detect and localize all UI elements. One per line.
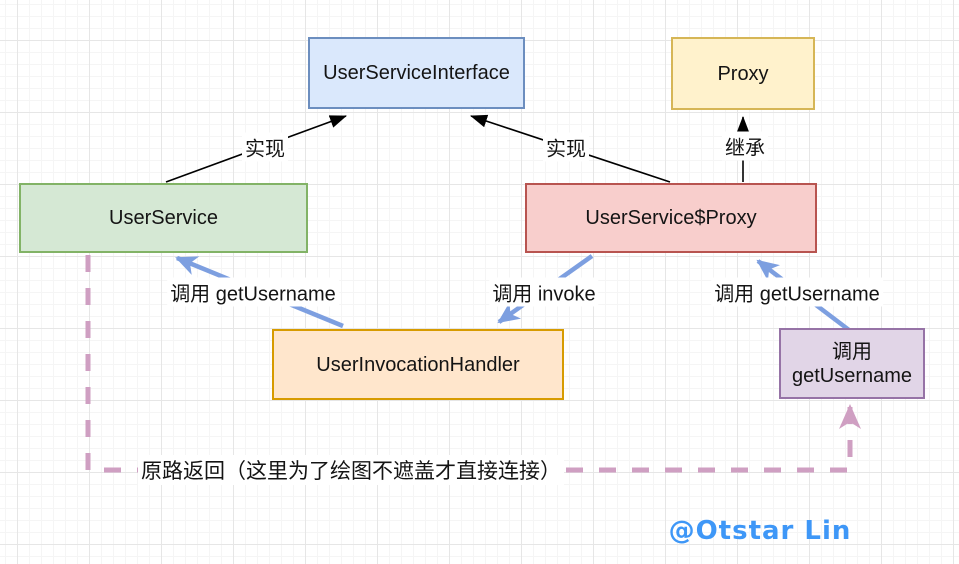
node-call-get-username-line1: 调用 (832, 340, 872, 363)
node-call-get-username: 调用 getUsername (779, 328, 925, 399)
watermark-signature: @Otstar Lin (668, 516, 852, 546)
extends-label: 继承 (722, 131, 768, 161)
node-user-invocation-handler-label: UserInvocationHandler (316, 353, 520, 376)
call-invoke-label: 调用 invoke (489, 277, 599, 307)
node-call-get-username-line2: getUsername (791, 364, 913, 387)
return-path-label: 原路返回（这里为了绘图不遮盖才直接连接） (138, 455, 564, 485)
node-user-service: UserService (19, 183, 308, 253)
node-proxy-label: Proxy (717, 62, 769, 85)
call-service-label: 调用 getUsername (167, 277, 339, 307)
node-proxy: Proxy (671, 37, 815, 110)
node-user-service-proxy: UserService$Proxy (525, 183, 817, 253)
node-user-service-interface: UserServiceInterface (308, 37, 525, 109)
implements-right-label: 实现 (543, 132, 589, 162)
node-user-service-interface-label: UserServiceInterface (323, 62, 510, 84)
node-user-service-proxy-label: UserService$Proxy (585, 207, 757, 229)
implements-left-label: 实现 (242, 132, 288, 162)
node-user-invocation-handler: UserInvocationHandler (272, 329, 564, 400)
node-user-service-label: UserService (109, 207, 218, 229)
call-proxy-label: 调用 getUsername (711, 277, 883, 307)
